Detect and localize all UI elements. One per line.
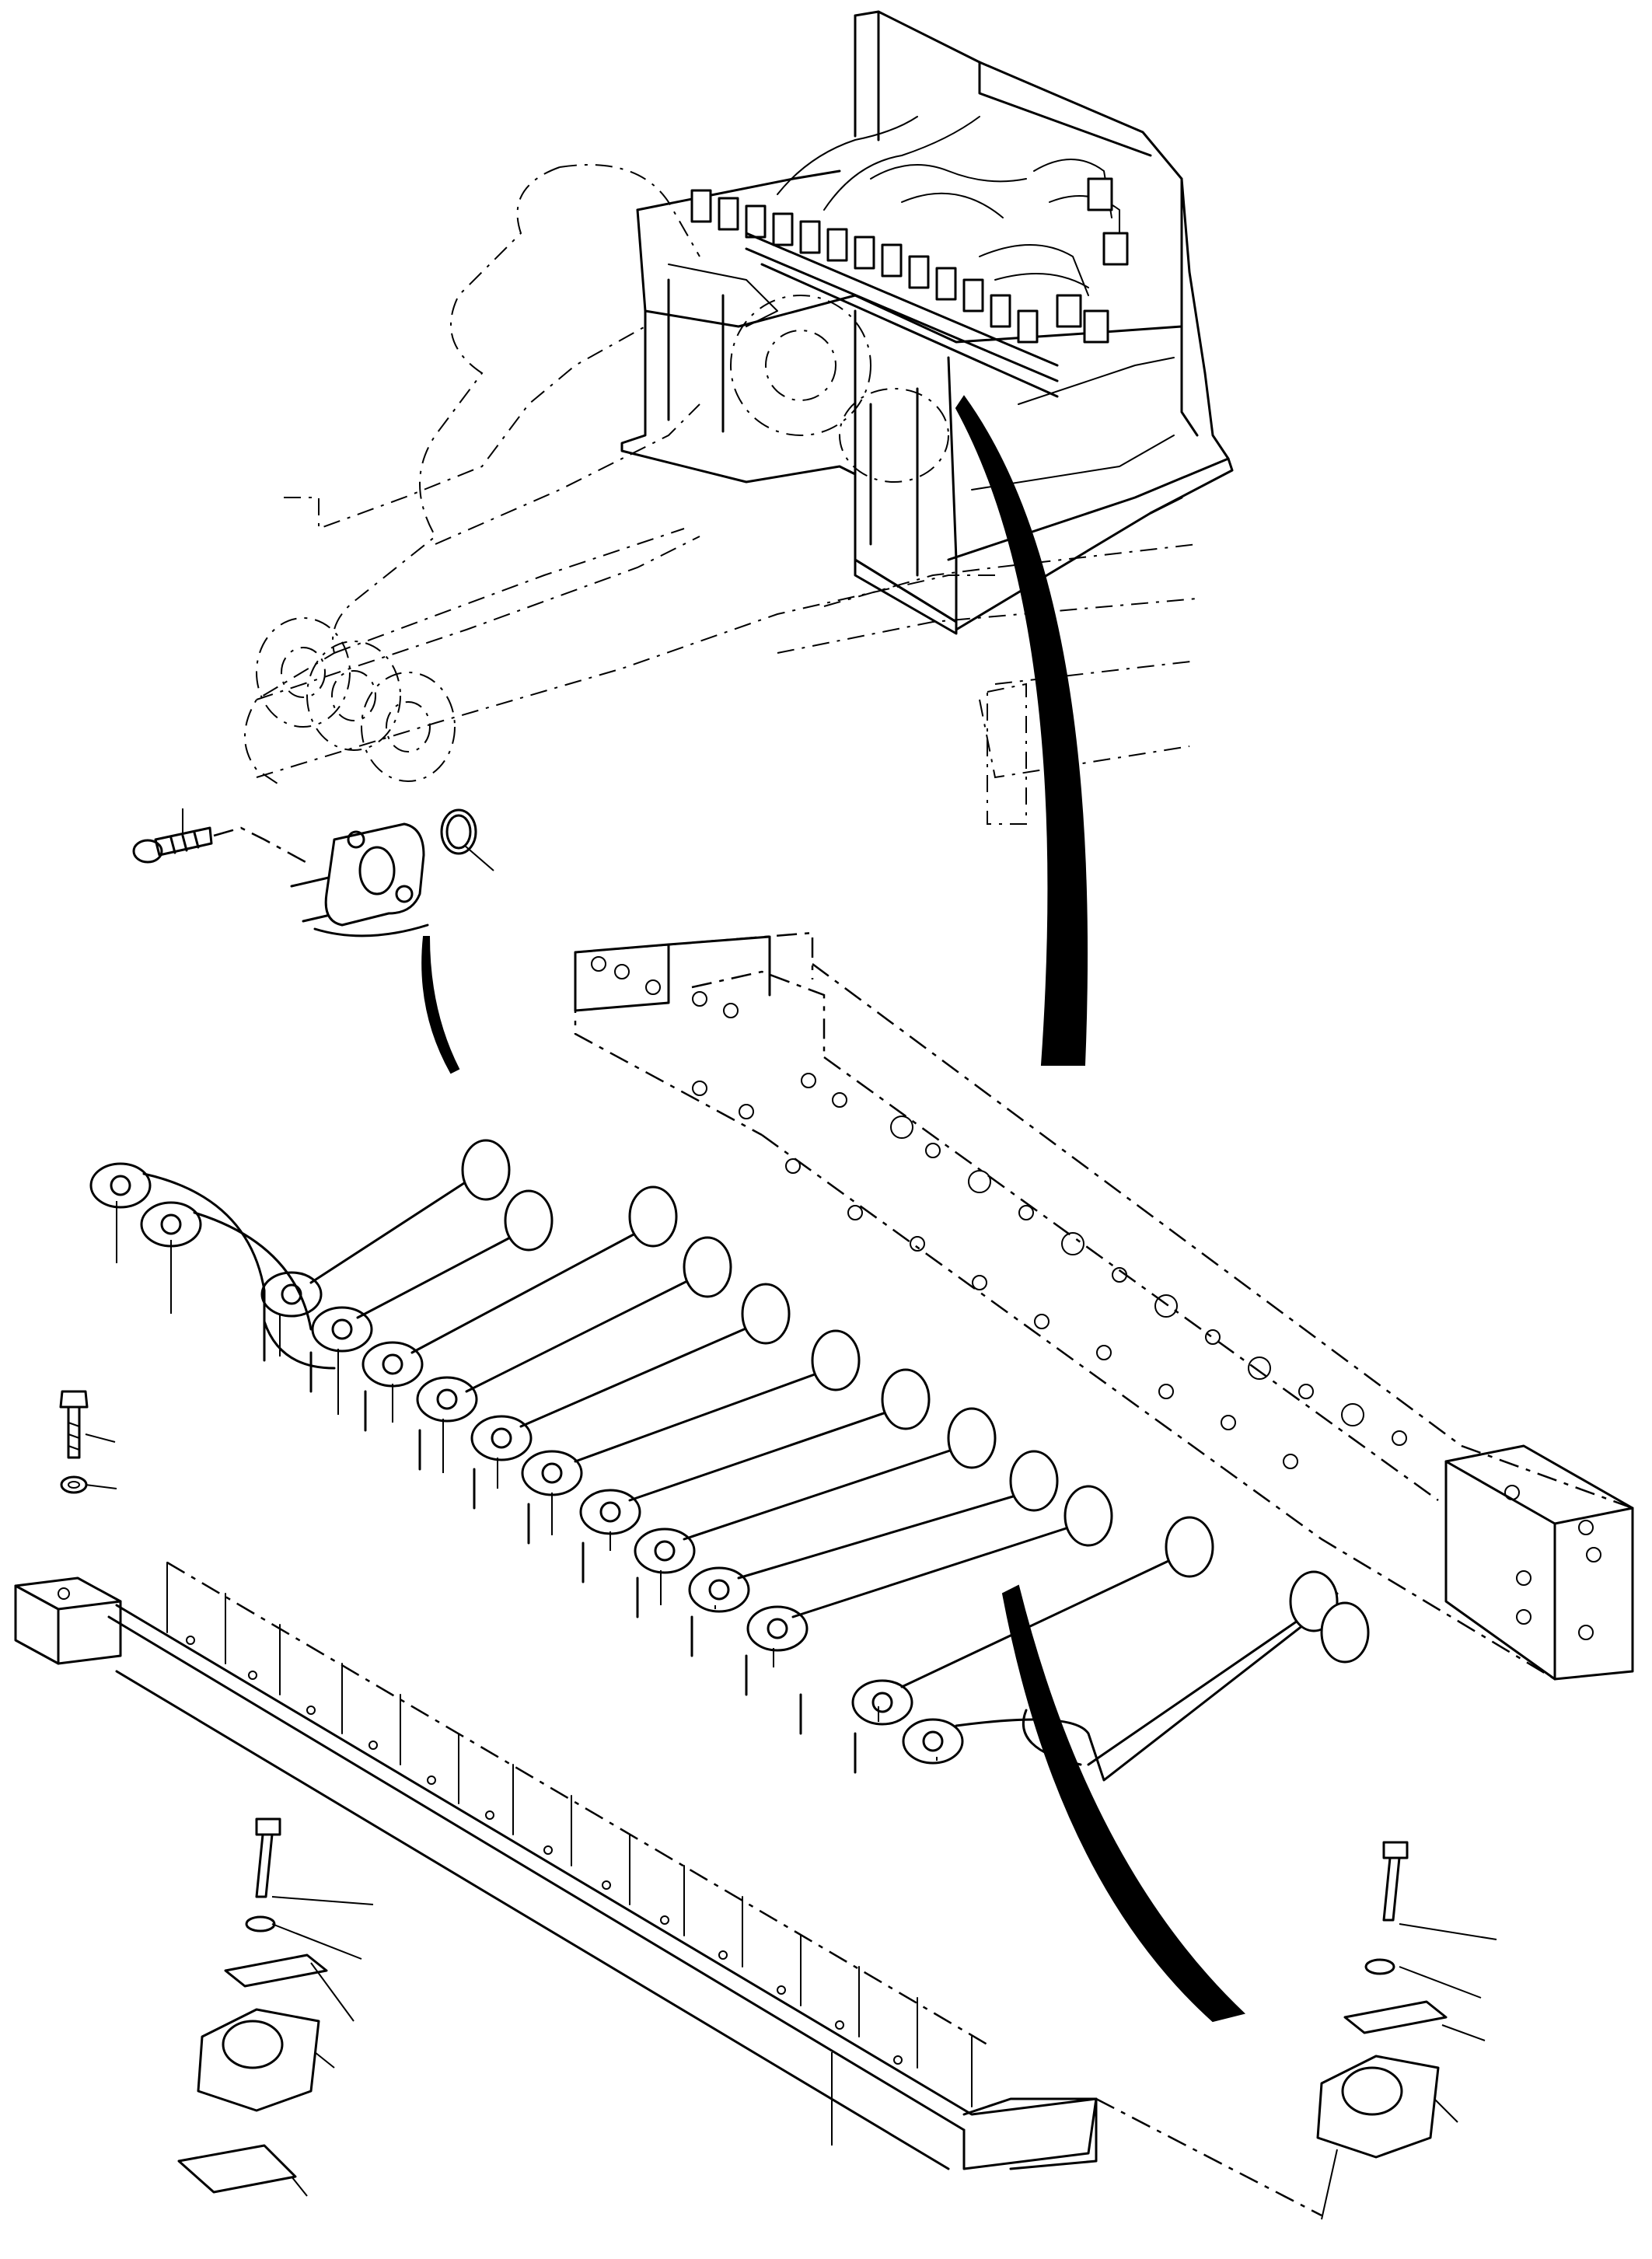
cap-screw [132,826,213,864]
clamp-assembly-right [1095,1841,1497,2220]
flange-9 [579,1489,641,1535]
flow-arrow-upper [955,395,1088,1066]
flange-13 [851,1679,913,1726]
valve-frame [620,10,1234,635]
flow-arrow-lower [1001,1584,1246,2023]
valve-bank [690,116,1129,398]
flange-7 [470,1415,533,1461]
bolt-washer-set [59,1390,117,1494]
flange-2 [140,1201,202,1248]
flange-11 [688,1566,750,1613]
clamp-assembly-left [177,1817,374,2197]
flange-12 [746,1605,809,1652]
tube-bundle [89,1139,1370,1782]
tube-callout-leaders [116,1201,938,1761]
flange-6 [416,1376,478,1423]
flange-1 [89,1162,152,1209]
tube-support-bar [14,1561,1098,2170]
flange-10 [634,1528,696,1574]
hose-flange-detail [132,808,494,1074]
control-valve-manifold [574,931,1634,1681]
manifold-ports [591,956,1601,1640]
flange-8 [521,1450,583,1496]
boom-ghost [244,164,1198,825]
flange-5 [361,1341,424,1388]
flange-14 [902,1718,964,1765]
flange-3 [260,1271,323,1318]
